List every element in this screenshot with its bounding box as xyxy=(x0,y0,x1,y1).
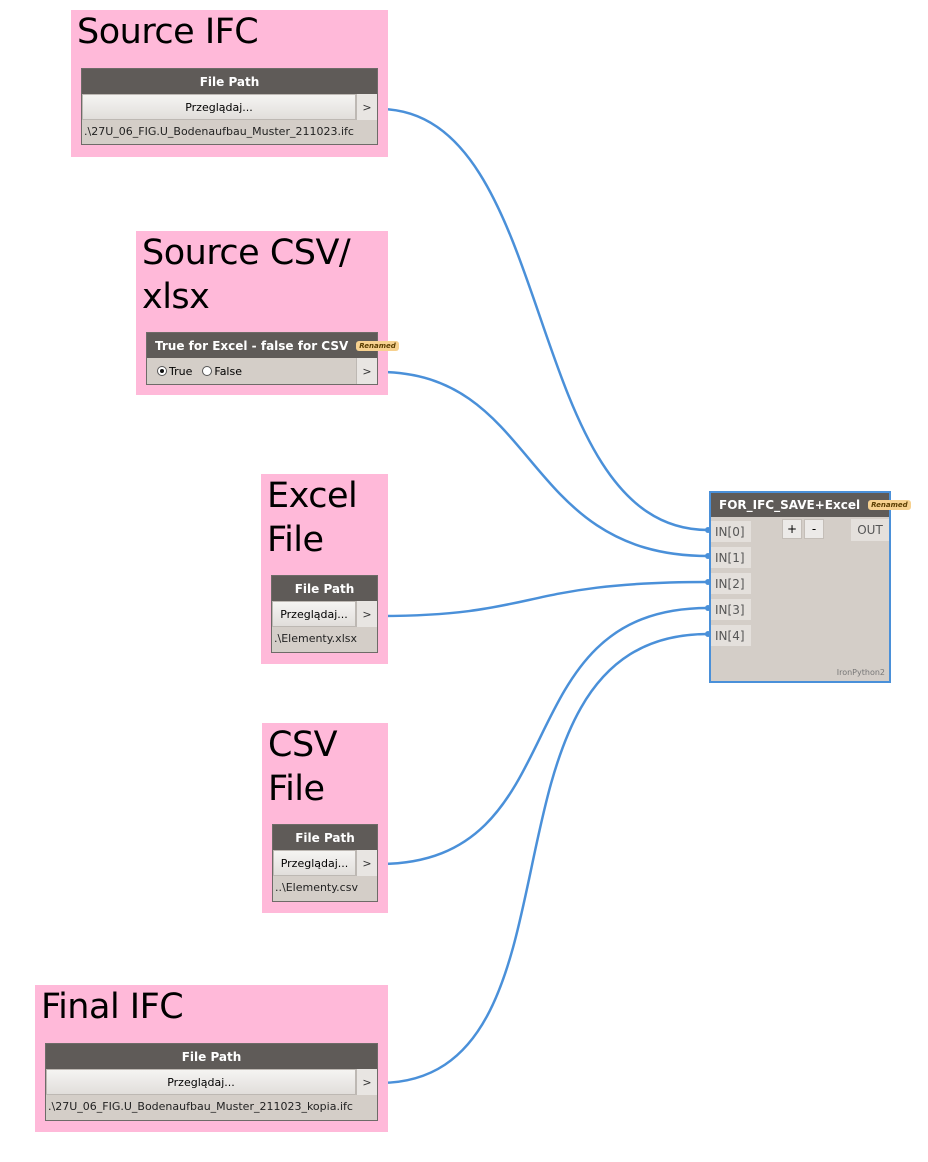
group-title: Final IFC xyxy=(41,987,184,1027)
node-header: True for Excel - false for CSV Renamed xyxy=(147,333,399,358)
node-header: File Path xyxy=(82,69,377,94)
radio-false-label: False xyxy=(214,364,242,378)
browse-button[interactable]: Przeglądaj... xyxy=(46,1069,356,1095)
group-title: Excel File xyxy=(267,476,358,560)
group-title: CSV File xyxy=(268,725,338,809)
file-path-value: .\27U_06_FIG.U_Bodenaufbau_Muster_211023… xyxy=(48,1100,353,1113)
node-title: FOR_IFC_SAVE+Excel xyxy=(719,498,861,512)
file-path-value: ..\Elementy.csv xyxy=(275,881,358,894)
input-port-1[interactable]: IN[1] xyxy=(711,547,751,568)
file-path-value: .\27U_06_FIG.U_Bodenaufbau_Muster_211023… xyxy=(84,125,354,138)
file-path-node[interactable]: File Path Przeglądaj... > ..\Elementy.cs… xyxy=(272,824,378,902)
group-title: Source CSV/ xlsx xyxy=(142,233,351,317)
input-port-2[interactable]: IN[2] xyxy=(711,573,751,594)
output-port[interactable]: > xyxy=(356,358,377,384)
wire-1[interactable] xyxy=(378,370,709,558)
python-script-node[interactable]: FOR_IFC_SAVE+Excel Renamed IN[0] IN[1] I… xyxy=(709,491,911,683)
file-path-node[interactable]: File Path Przeglądaj... > .\27U_06_FIG.U… xyxy=(45,1043,378,1121)
group-source-csv-xlsx[interactable]: Source CSV/ xlsx True for Excel - false … xyxy=(136,231,399,395)
node-header: File Path xyxy=(272,576,377,601)
input-port-3[interactable]: IN[3] xyxy=(711,599,751,620)
group-excel-file[interactable]: Excel File File Path Przeglądaj... > .\E… xyxy=(261,474,388,664)
group-final-ifc[interactable]: Final IFC File Path Przeglądaj... > .\27… xyxy=(35,985,388,1132)
add-input-button[interactable]: + xyxy=(782,519,802,539)
engine-label: IronPython2 xyxy=(836,668,885,677)
file-path-node[interactable]: File Path Przeglądaj... > .\27U_06_FIG.U… xyxy=(81,68,378,145)
wire-0[interactable] xyxy=(378,107,709,532)
file-path-value: .\Elementy.xlsx xyxy=(274,632,357,645)
wire-4[interactable] xyxy=(378,632,709,1085)
browse-button[interactable]: Przeglądaj... xyxy=(273,850,356,876)
output-port[interactable]: > xyxy=(356,1069,377,1095)
output-port[interactable]: > xyxy=(356,850,377,876)
wire-2[interactable] xyxy=(378,580,709,618)
node-header: File Path xyxy=(273,825,377,850)
input-port-4[interactable]: IN[4] xyxy=(711,625,751,646)
browse-button[interactable]: Przeglądaj... xyxy=(272,601,356,627)
radio-false[interactable] xyxy=(202,366,213,376)
output-port[interactable]: > xyxy=(356,94,377,120)
node-header: FOR_IFC_SAVE+Excel Renamed xyxy=(711,493,911,517)
file-path-node[interactable]: File Path Przeglądaj... > .\Elementy.xls… xyxy=(271,575,378,653)
group-title: Source IFC xyxy=(77,12,259,52)
node-title: True for Excel - false for CSV xyxy=(155,338,349,353)
group-source-ifc[interactable]: Source IFC File Path Przeglądaj... > .\2… xyxy=(71,10,388,157)
group-csv-file[interactable]: CSV File File Path Przeglądaj... > ..\El… xyxy=(262,723,388,913)
output-port-out[interactable]: OUT xyxy=(851,519,889,541)
remove-input-button[interactable]: - xyxy=(804,519,824,539)
renamed-badge: Renamed xyxy=(356,340,399,351)
radio-true[interactable] xyxy=(157,366,167,376)
browse-button[interactable]: Przeglądaj... xyxy=(82,94,356,120)
wire-3[interactable] xyxy=(378,606,709,866)
radio-true-label: True xyxy=(169,364,193,378)
output-port[interactable]: > xyxy=(356,601,377,627)
renamed-badge: Renamed xyxy=(868,500,911,510)
boolean-node[interactable]: True for Excel - false for CSV Renamed T… xyxy=(146,332,399,385)
node-header: File Path xyxy=(46,1044,377,1069)
input-port-0[interactable]: IN[0] xyxy=(711,521,751,542)
